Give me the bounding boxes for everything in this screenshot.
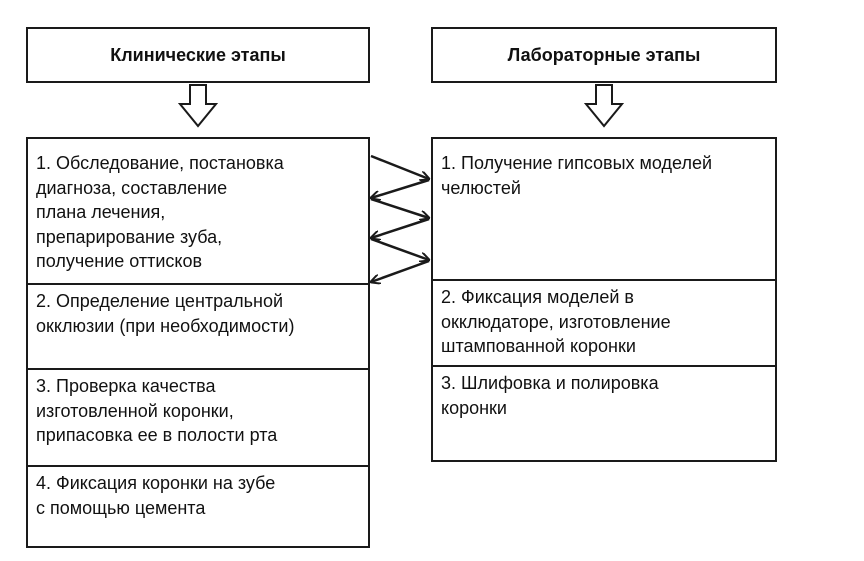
arrow-lab-to-clinical-3 [371, 259, 430, 282]
clinical-steps-box: 1. Обследование, постановка диагноза, со… [26, 137, 370, 548]
clinical-down-arrow-icon [177, 84, 219, 128]
clinical-stages-header: Клинические этапы [26, 27, 370, 83]
laboratory-steps-box: 1. Получение гипсовых моделей челюстей 2… [431, 137, 777, 462]
arrow-clinical-to-lab-3 [370, 237, 429, 260]
laboratory-divider-2 [433, 365, 775, 367]
arrow-clinical-to-lab-2 [370, 197, 429, 218]
laboratory-divider-1 [433, 279, 775, 281]
clinical-stages-title: Клинические этапы [110, 44, 286, 65]
clinical-divider-1 [28, 283, 368, 285]
laboratory-stages-header: Лабораторные этапы [431, 27, 777, 83]
arrow-clinical-to-lab-1 [370, 154, 429, 179]
laboratory-down-arrow-icon [583, 84, 625, 128]
clinical-step-2: 2. Определение центральной окклюзии (при… [36, 291, 295, 336]
clinical-divider-3 [28, 465, 368, 467]
laboratory-stages-title: Лабораторные этапы [507, 44, 701, 65]
clinical-step-3: 3. Проверка качества изготовленной корон… [36, 376, 278, 445]
clinical-divider-2 [28, 368, 368, 370]
clinical-step-4: 4. Фиксация коронки на зубе с помощью це… [36, 473, 276, 518]
clinical-step-1: 1. Обследование, постановка диагноза, со… [36, 153, 284, 271]
laboratory-step-1: 1. Получение гипсовых моделей челюстей [441, 153, 713, 198]
laboratory-step-2: 2. Фиксация моделей в окклюдаторе, изгот… [441, 287, 671, 356]
arrow-lab-to-clinical-1 [371, 178, 430, 198]
laboratory-step-3: 3. Шлифовка и полировка коронки [441, 373, 659, 418]
arrow-lab-to-clinical-2 [371, 217, 430, 238]
